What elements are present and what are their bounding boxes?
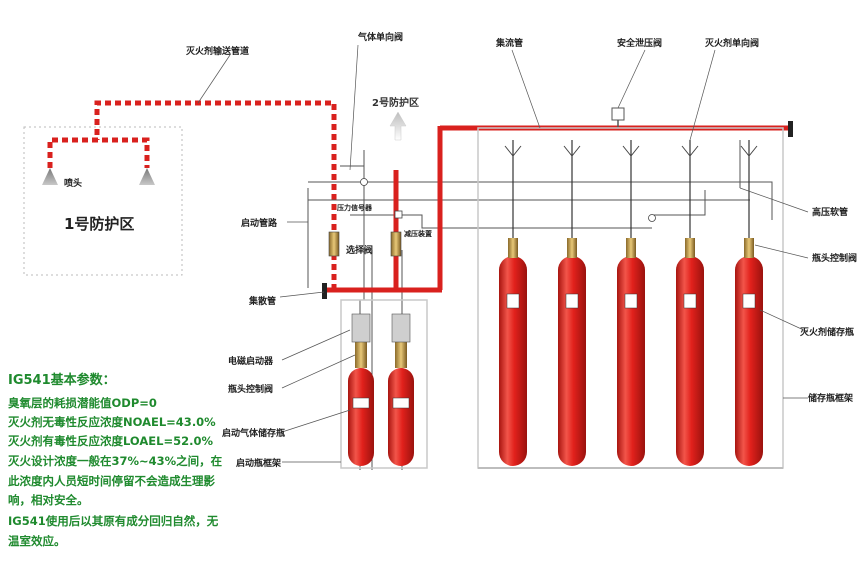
label-agent-pipe: 灭火剂输送管道: [185, 45, 249, 57]
params-line: 响，相对安全。: [8, 493, 89, 507]
start-gas-cylinders: [348, 313, 414, 466]
agent-check-valves: [504, 145, 758, 157]
start-pipe-lines: [307, 140, 773, 470]
collector-end-cap: [322, 283, 327, 299]
cylinder-icon: [348, 313, 374, 466]
arrow-up-icon: [389, 111, 407, 141]
label-zone2: 2号防护区: [372, 96, 419, 109]
label-collector-pipe: 集散管: [248, 295, 276, 307]
params-line: 灭火剂无毒性反应浓度NOAEL=43.0%: [7, 415, 216, 429]
cylinder-icon: [676, 140, 704, 466]
agent-cylinders: [499, 140, 763, 466]
label-reducer: 减压装置: [404, 229, 432, 238]
label-agent-check-valve: 灭火剂单向阀: [704, 37, 759, 49]
label-agent-cylinder: 灭火剂储存瓶: [799, 326, 854, 338]
leader-lines: [197, 44, 809, 463]
params-line: 灭火设计浓度一般在37%~43%之间，在: [7, 454, 223, 468]
label-pressure-switch: 压力信号器: [337, 203, 373, 212]
watermark: 百度百科: [60, 534, 108, 549]
cylinder-icon: [558, 140, 586, 466]
label-storage-rack: 储存瓶框架: [808, 392, 853, 404]
zone1-area: [23, 126, 183, 276]
params-line: 臭氧层的耗损潜能值ODP=0: [8, 396, 157, 410]
manifold-end-cap: [788, 121, 793, 137]
cylinder-icon: [388, 313, 414, 466]
label-solenoid-starter: 电磁启动器: [228, 355, 274, 367]
cylinder-icon: [617, 140, 645, 466]
start-rack-frame: [340, 299, 428, 469]
label-manifold: 集流管: [495, 37, 523, 49]
valve-icon: [328, 178, 656, 257]
label-start-pipe: 启动管路: [241, 217, 278, 229]
label-gas-check-valve: 气体单向阀: [357, 31, 403, 43]
label-start-rack: 启动瓶框架: [236, 457, 281, 469]
params-line: IG541使用后以其原有成分回归自然，无: [8, 514, 219, 528]
label-nozzle: 喷头: [64, 177, 82, 189]
label-head-control-valve-right: 瓶头控制阀: [812, 252, 857, 264]
label-zone1: 1号防护区: [64, 215, 134, 233]
nozzle-icon: [42, 168, 155, 185]
params-block: IG541基本参数： 臭氧层的耗损潜能值ODP=0 灭火剂无毒性反应浓度NOAE…: [7, 372, 223, 548]
label-selector-valve: 选择阀: [346, 244, 373, 256]
agent-delivery-pipe: [47, 100, 337, 290]
cylinder-icon: [735, 140, 763, 466]
label-high-pressure-hose: 高压软管: [812, 206, 848, 218]
label-safety-relief-valve: 安全泄压阀: [617, 37, 662, 49]
params-title: IG541基本参数：: [8, 372, 116, 388]
label-head-control-valve-left: 瓶头控制阀: [228, 383, 273, 395]
safety-relief-valve: [611, 107, 625, 121]
params-line: 此浓度内人员短时间停留不会造成生理影: [8, 474, 215, 488]
params-line: 灭火剂有毒性反应浓度LOAEL=52.0%: [7, 434, 213, 448]
params-line: 温室效应。: [8, 534, 66, 548]
label-start-gas-cylinder: 启动气体储存瓶: [222, 427, 285, 439]
manifold-pipe: [324, 125, 790, 293]
cylinder-icon: [499, 140, 527, 466]
